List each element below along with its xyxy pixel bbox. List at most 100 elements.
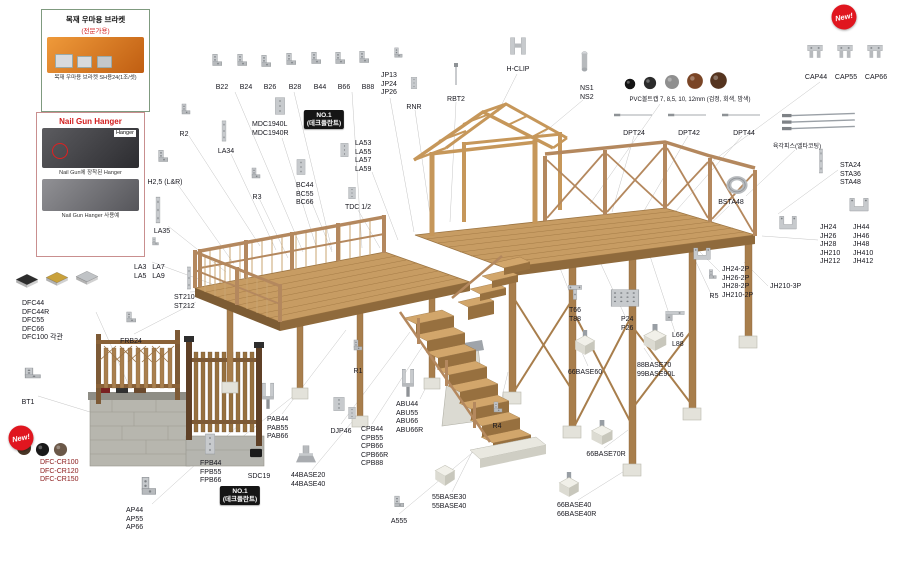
part-label-hex-screws: 육각피스(엘타코팅) bbox=[772, 144, 822, 150]
stairs bbox=[398, 255, 547, 468]
part-label-jh210-3p: JH210-3P bbox=[770, 283, 802, 290]
tplate-icon bbox=[566, 282, 584, 302]
part-label-pab: PAB44 PAB55 PAB66 bbox=[267, 416, 289, 440]
part-label-h-clip: H-CLIP bbox=[506, 66, 530, 73]
part-label-ap: AP44 AP55 AP66 bbox=[126, 507, 144, 531]
plate-icon bbox=[409, 76, 419, 90]
strap-icon bbox=[152, 196, 164, 224]
nailgun-photo: Hanger bbox=[42, 128, 139, 168]
screws-icon bbox=[782, 108, 858, 134]
part-label-abu: ABU44 ABU55 ABU66 ABU66R bbox=[396, 401, 424, 434]
part-label-l-plates: L66 L88 bbox=[672, 332, 684, 348]
angle-icon bbox=[280, 51, 298, 69]
part-label-tdc: TDC 1/2 bbox=[344, 204, 372, 211]
plate-icon bbox=[202, 432, 218, 456]
bracket-promo-title: 목재 우마용 브라켓 bbox=[65, 15, 126, 24]
nailgun-caption-1: Nail Gun에 장착된 Hanger bbox=[59, 170, 122, 176]
angle-icon bbox=[704, 268, 718, 282]
nailgun-hanger-title: Nail Gun Hanger bbox=[59, 117, 122, 126]
bolth-icon bbox=[722, 110, 760, 120]
plate-icon bbox=[294, 158, 308, 176]
part-label-base55: 55BASE30 55BASE40 bbox=[432, 494, 467, 510]
part-label-cap44: CAP44 bbox=[804, 74, 828, 81]
angle-icon bbox=[120, 310, 138, 326]
plate-icon bbox=[330, 396, 348, 412]
pbase-icon bbox=[556, 472, 582, 498]
part-label-no1-top: NO.1 (데크플란트) bbox=[303, 110, 345, 129]
part-label-sta: STA24 STA36 STA48 bbox=[840, 162, 861, 186]
part-label-b26: B26 bbox=[263, 84, 277, 91]
part-label-b24: B24 bbox=[239, 84, 253, 91]
pyramid-icon bbox=[14, 272, 40, 290]
part-label-la-pair: LA3 LA7 LA5 LA9 bbox=[134, 264, 165, 280]
strap-icon bbox=[816, 148, 826, 174]
strap-icon bbox=[184, 266, 194, 290]
ball-icon bbox=[624, 78, 636, 90]
part-label-frb24: FRB24 bbox=[120, 338, 142, 345]
angle-icon bbox=[255, 53, 273, 71]
hanger-icon bbox=[692, 246, 712, 262]
pyramid-icon bbox=[74, 269, 100, 287]
part-label-jh-2p: JH24-2P JH26-2P JH28-2P JH210-2P bbox=[722, 266, 754, 299]
coil-icon bbox=[724, 174, 750, 196]
part-label-dfc-cr: DFC-CR100 DFC-CR120 DFC-CR150 bbox=[40, 459, 79, 483]
angle-icon bbox=[389, 46, 404, 61]
uanchor-icon bbox=[258, 382, 278, 410]
uanchor-icon bbox=[398, 368, 418, 398]
part-label-b28: B28 bbox=[288, 84, 302, 91]
angle-icon bbox=[231, 52, 249, 70]
ball-icon bbox=[53, 442, 68, 457]
right-deck bbox=[414, 207, 758, 477]
part-label-st: ST210 ST212 bbox=[174, 294, 195, 310]
concrete-icon bbox=[432, 462, 458, 488]
hanger-label: Hanger bbox=[113, 130, 136, 137]
lplate-icon bbox=[664, 308, 686, 324]
angle-icon bbox=[14, 366, 44, 382]
boltv-icon bbox=[450, 62, 462, 86]
part-label-la35: LA35 bbox=[153, 228, 171, 235]
angle-icon bbox=[206, 52, 224, 70]
part-label-cpb: CPB44 CPB55 CPB66 CPB66R CPB88 bbox=[361, 426, 389, 467]
left-deck-railing bbox=[193, 215, 386, 322]
part-label-cap55: CAP55 bbox=[834, 74, 858, 81]
roof-frame bbox=[413, 102, 568, 236]
part-label-r5: R5 bbox=[709, 293, 719, 300]
strap-icon bbox=[218, 120, 230, 142]
pbase-icon bbox=[640, 324, 670, 352]
bracket-promo-caption: 목재 우마용 브라켓 SH용24(1조/셋) bbox=[54, 75, 137, 81]
part-label-la34: LA34 bbox=[217, 148, 235, 155]
bracket-promo-box: 목재 우마용 브라켓 (전문가용) 목재 우마용 브라켓 SH용24(1조/셋) bbox=[41, 9, 150, 112]
angle-icon bbox=[353, 49, 371, 67]
part-label-pvc-caps: PVC볼트캡 7, 8,5, 10, 12mm (검정, 회색, 밤색) bbox=[629, 97, 751, 103]
bracket-photo-item bbox=[77, 56, 92, 68]
angle-icon bbox=[488, 400, 504, 416]
part-label-la5x: LA53 LA55 LA57 LA59 bbox=[355, 140, 372, 173]
part-label-dpt42: DPT42 bbox=[678, 130, 700, 137]
nailgun-usage-photo bbox=[42, 178, 139, 211]
part-label-b44: B44 bbox=[313, 84, 327, 91]
bolth-icon bbox=[668, 110, 706, 120]
hanger-icon bbox=[778, 214, 798, 232]
part-label-base6640: 66BASE40 66BASE40R bbox=[557, 502, 597, 518]
part-label-r2: R2 bbox=[179, 131, 189, 138]
hclip-icon bbox=[508, 36, 528, 56]
angle-icon bbox=[132, 474, 159, 501]
part-label-base6670r: 66BASE70R bbox=[586, 451, 626, 458]
angle-icon bbox=[329, 50, 347, 68]
part-label-ns: NS1 NS2 bbox=[580, 85, 594, 101]
cylinder-icon bbox=[578, 50, 591, 74]
pbase-icon bbox=[588, 420, 616, 446]
angle-icon bbox=[348, 338, 364, 354]
angle-icon bbox=[148, 236, 160, 248]
part-label-fpb: FPB44 FPB55 FPB66 bbox=[200, 460, 222, 484]
ball-icon bbox=[709, 71, 728, 90]
pyramid-icon bbox=[44, 270, 70, 288]
part-label-base8870: 88BASE70 99BASE90L bbox=[637, 362, 676, 378]
base-icon bbox=[294, 444, 318, 464]
angle-icon bbox=[152, 148, 170, 166]
part-label-base6660: 66BASE60 bbox=[567, 369, 603, 376]
part-label-r4: R4 bbox=[492, 423, 502, 430]
nailgun-caption-2: Nail Gun Hanger 사용예 bbox=[61, 212, 120, 219]
